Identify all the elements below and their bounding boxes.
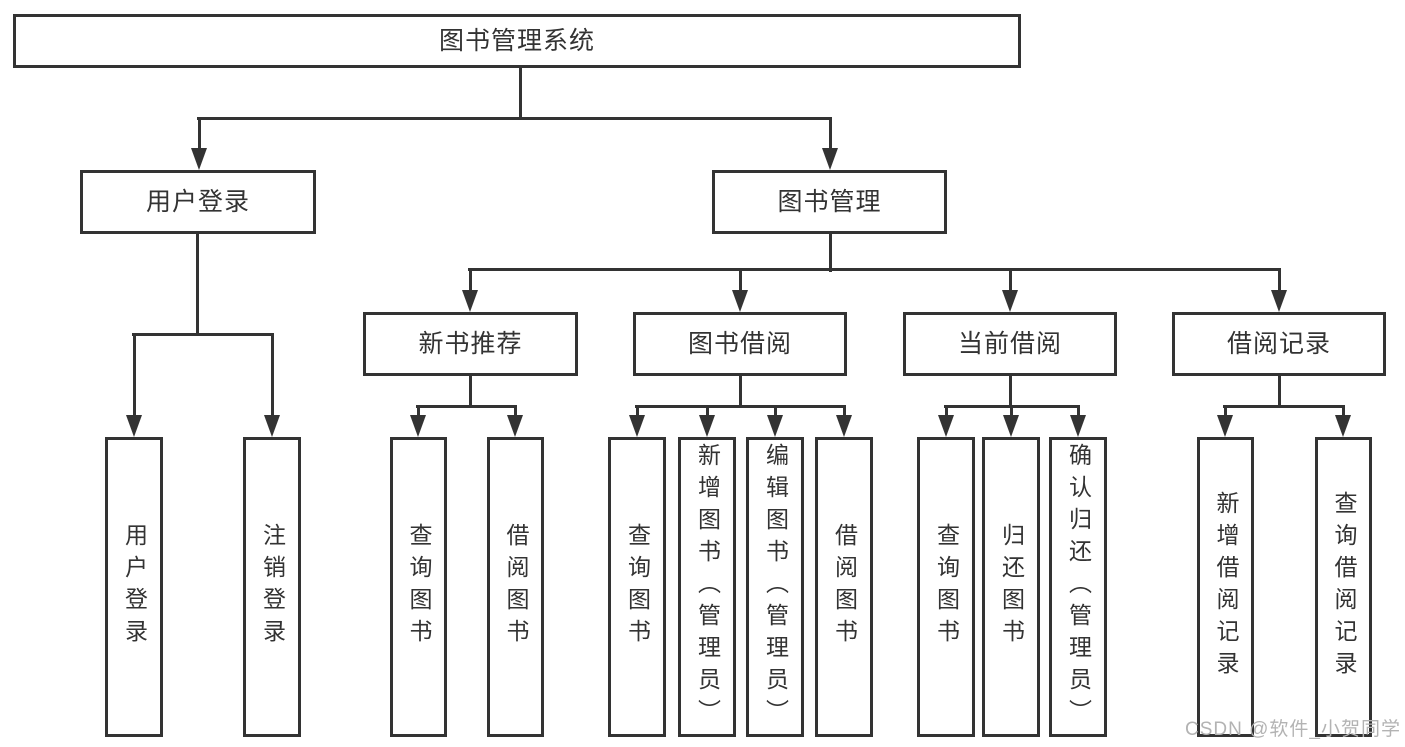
connector-vline xyxy=(133,333,136,419)
connector-vline xyxy=(945,405,948,419)
connector-vline xyxy=(514,405,517,419)
node-new-book-recommend: 新书推荐 xyxy=(363,312,578,376)
connector-hline xyxy=(1223,405,1345,408)
leaf-br-add-record: 新增借阅记录 xyxy=(1197,437,1254,737)
arrowhead-down-icon xyxy=(1070,415,1086,437)
connector-vline xyxy=(469,374,472,408)
leaf-rec-borrow-book-label: 借阅图书 xyxy=(503,523,529,651)
leaf-cb-confirm-return-admin: 确认归还（管理员） xyxy=(1049,437,1107,737)
arrowhead-down-icon xyxy=(767,415,783,437)
leaf-bb-add-book-admin: 新增图书（管理员） xyxy=(678,437,736,737)
connector-vline xyxy=(271,333,274,419)
leaf-rec-query-book-label: 查询图书 xyxy=(406,523,432,651)
connector-vline xyxy=(198,117,201,152)
connector-vline xyxy=(739,268,742,294)
leaf-br-add-record-label: 新增借阅记录 xyxy=(1213,491,1239,683)
leaf-logout-label: 注销登录 xyxy=(259,523,286,651)
arrowhead-down-icon xyxy=(1271,290,1287,312)
connector-hline xyxy=(197,117,832,120)
connector-vline xyxy=(739,374,742,408)
connector-vline xyxy=(1009,374,1012,408)
connector-vline xyxy=(1278,374,1281,408)
leaf-bb-borrow-book-label: 借阅图书 xyxy=(831,523,858,651)
leaf-br-query-record: 查询借阅记录 xyxy=(1315,437,1372,737)
node-new-book-recommend-label: 新书推荐 xyxy=(418,329,523,358)
connector-vline xyxy=(1224,405,1227,419)
leaf-cb-query-book-label: 查询图书 xyxy=(933,523,960,651)
arrowhead-down-icon xyxy=(822,148,838,170)
connector-vline xyxy=(469,268,472,294)
leaf-bb-edit-book-admin-label: 编辑图书（管理员） xyxy=(762,443,789,731)
node-root-label: 图书管理系统 xyxy=(438,26,595,55)
node-user-login: 用户登录 xyxy=(80,170,316,234)
leaf-br-query-record-label: 查询借阅记录 xyxy=(1331,491,1357,683)
connector-vline xyxy=(1009,268,1012,294)
node-current-borrow: 当前借阅 xyxy=(903,312,1117,376)
arrowhead-down-icon xyxy=(462,290,478,312)
arrowhead-down-icon xyxy=(629,415,645,437)
leaf-user-login: 用户登录 xyxy=(105,437,163,737)
connector-vline xyxy=(1342,405,1345,419)
arrowhead-down-icon xyxy=(732,290,748,312)
connector-vline xyxy=(829,117,832,152)
leaf-user-login-label: 用户登录 xyxy=(121,523,148,651)
node-book-management: 图书管理 xyxy=(712,170,947,234)
arrowhead-down-icon xyxy=(1335,415,1351,437)
node-book-borrow: 图书借阅 xyxy=(633,312,847,376)
arrowhead-down-icon xyxy=(836,415,852,437)
connector-vline xyxy=(1010,405,1013,419)
arrowhead-down-icon xyxy=(1217,415,1233,437)
arrowhead-down-icon xyxy=(938,415,954,437)
node-book-borrow-label: 图书借阅 xyxy=(687,329,792,358)
connector-vline xyxy=(636,405,639,419)
node-root: 图书管理系统 xyxy=(13,14,1021,68)
node-book-management-label: 图书管理 xyxy=(777,187,882,216)
arrowhead-down-icon xyxy=(1002,290,1018,312)
leaf-bb-query-book-label: 查询图书 xyxy=(624,523,651,651)
node-borrow-records: 借阅记录 xyxy=(1172,312,1386,376)
leaf-bb-query-book: 查询图书 xyxy=(608,437,666,737)
leaf-cb-return-book: 归还图书 xyxy=(982,437,1040,737)
arrowhead-down-icon xyxy=(126,415,142,437)
connector-vline xyxy=(417,405,420,419)
leaf-cb-confirm-return-admin-label: 确认归还（管理员） xyxy=(1065,443,1092,731)
connector-hline xyxy=(132,333,274,336)
arrowhead-down-icon xyxy=(264,415,280,437)
leaf-cb-query-book: 查询图书 xyxy=(917,437,975,737)
arrowhead-down-icon xyxy=(410,415,426,437)
connector-vline xyxy=(1278,268,1281,294)
leaf-bb-borrow-book: 借阅图书 xyxy=(815,437,873,737)
connector-vline xyxy=(843,405,846,419)
leaf-cb-return-book-label: 归还图书 xyxy=(998,523,1025,651)
leaf-bb-add-book-admin-label: 新增图书（管理员） xyxy=(694,443,721,731)
connector-vline xyxy=(774,405,777,419)
connector-vline xyxy=(196,232,199,336)
arrowhead-down-icon xyxy=(507,415,523,437)
csdn-watermark: CSDN @软件_小贺同学 xyxy=(1185,719,1401,740)
connector-vline xyxy=(706,405,709,419)
leaf-rec-borrow-book: 借阅图书 xyxy=(487,437,544,737)
node-current-borrow-label: 当前借阅 xyxy=(957,329,1062,358)
node-user-login-label: 用户登录 xyxy=(145,187,250,216)
connector-vline xyxy=(829,232,832,272)
connector-vline xyxy=(1077,405,1080,419)
leaf-rec-query-book: 查询图书 xyxy=(390,437,447,737)
leaf-logout: 注销登录 xyxy=(243,437,301,737)
connector-hline xyxy=(635,405,846,408)
connector-vline xyxy=(519,67,522,120)
arrowhead-down-icon xyxy=(699,415,715,437)
connector-hline xyxy=(416,405,517,408)
node-borrow-records-label: 借阅记录 xyxy=(1226,329,1331,358)
arrowhead-down-icon xyxy=(191,148,207,170)
arrowhead-down-icon xyxy=(1003,415,1019,437)
leaf-bb-edit-book-admin: 编辑图书（管理员） xyxy=(746,437,804,737)
connector-hline xyxy=(468,268,1281,271)
